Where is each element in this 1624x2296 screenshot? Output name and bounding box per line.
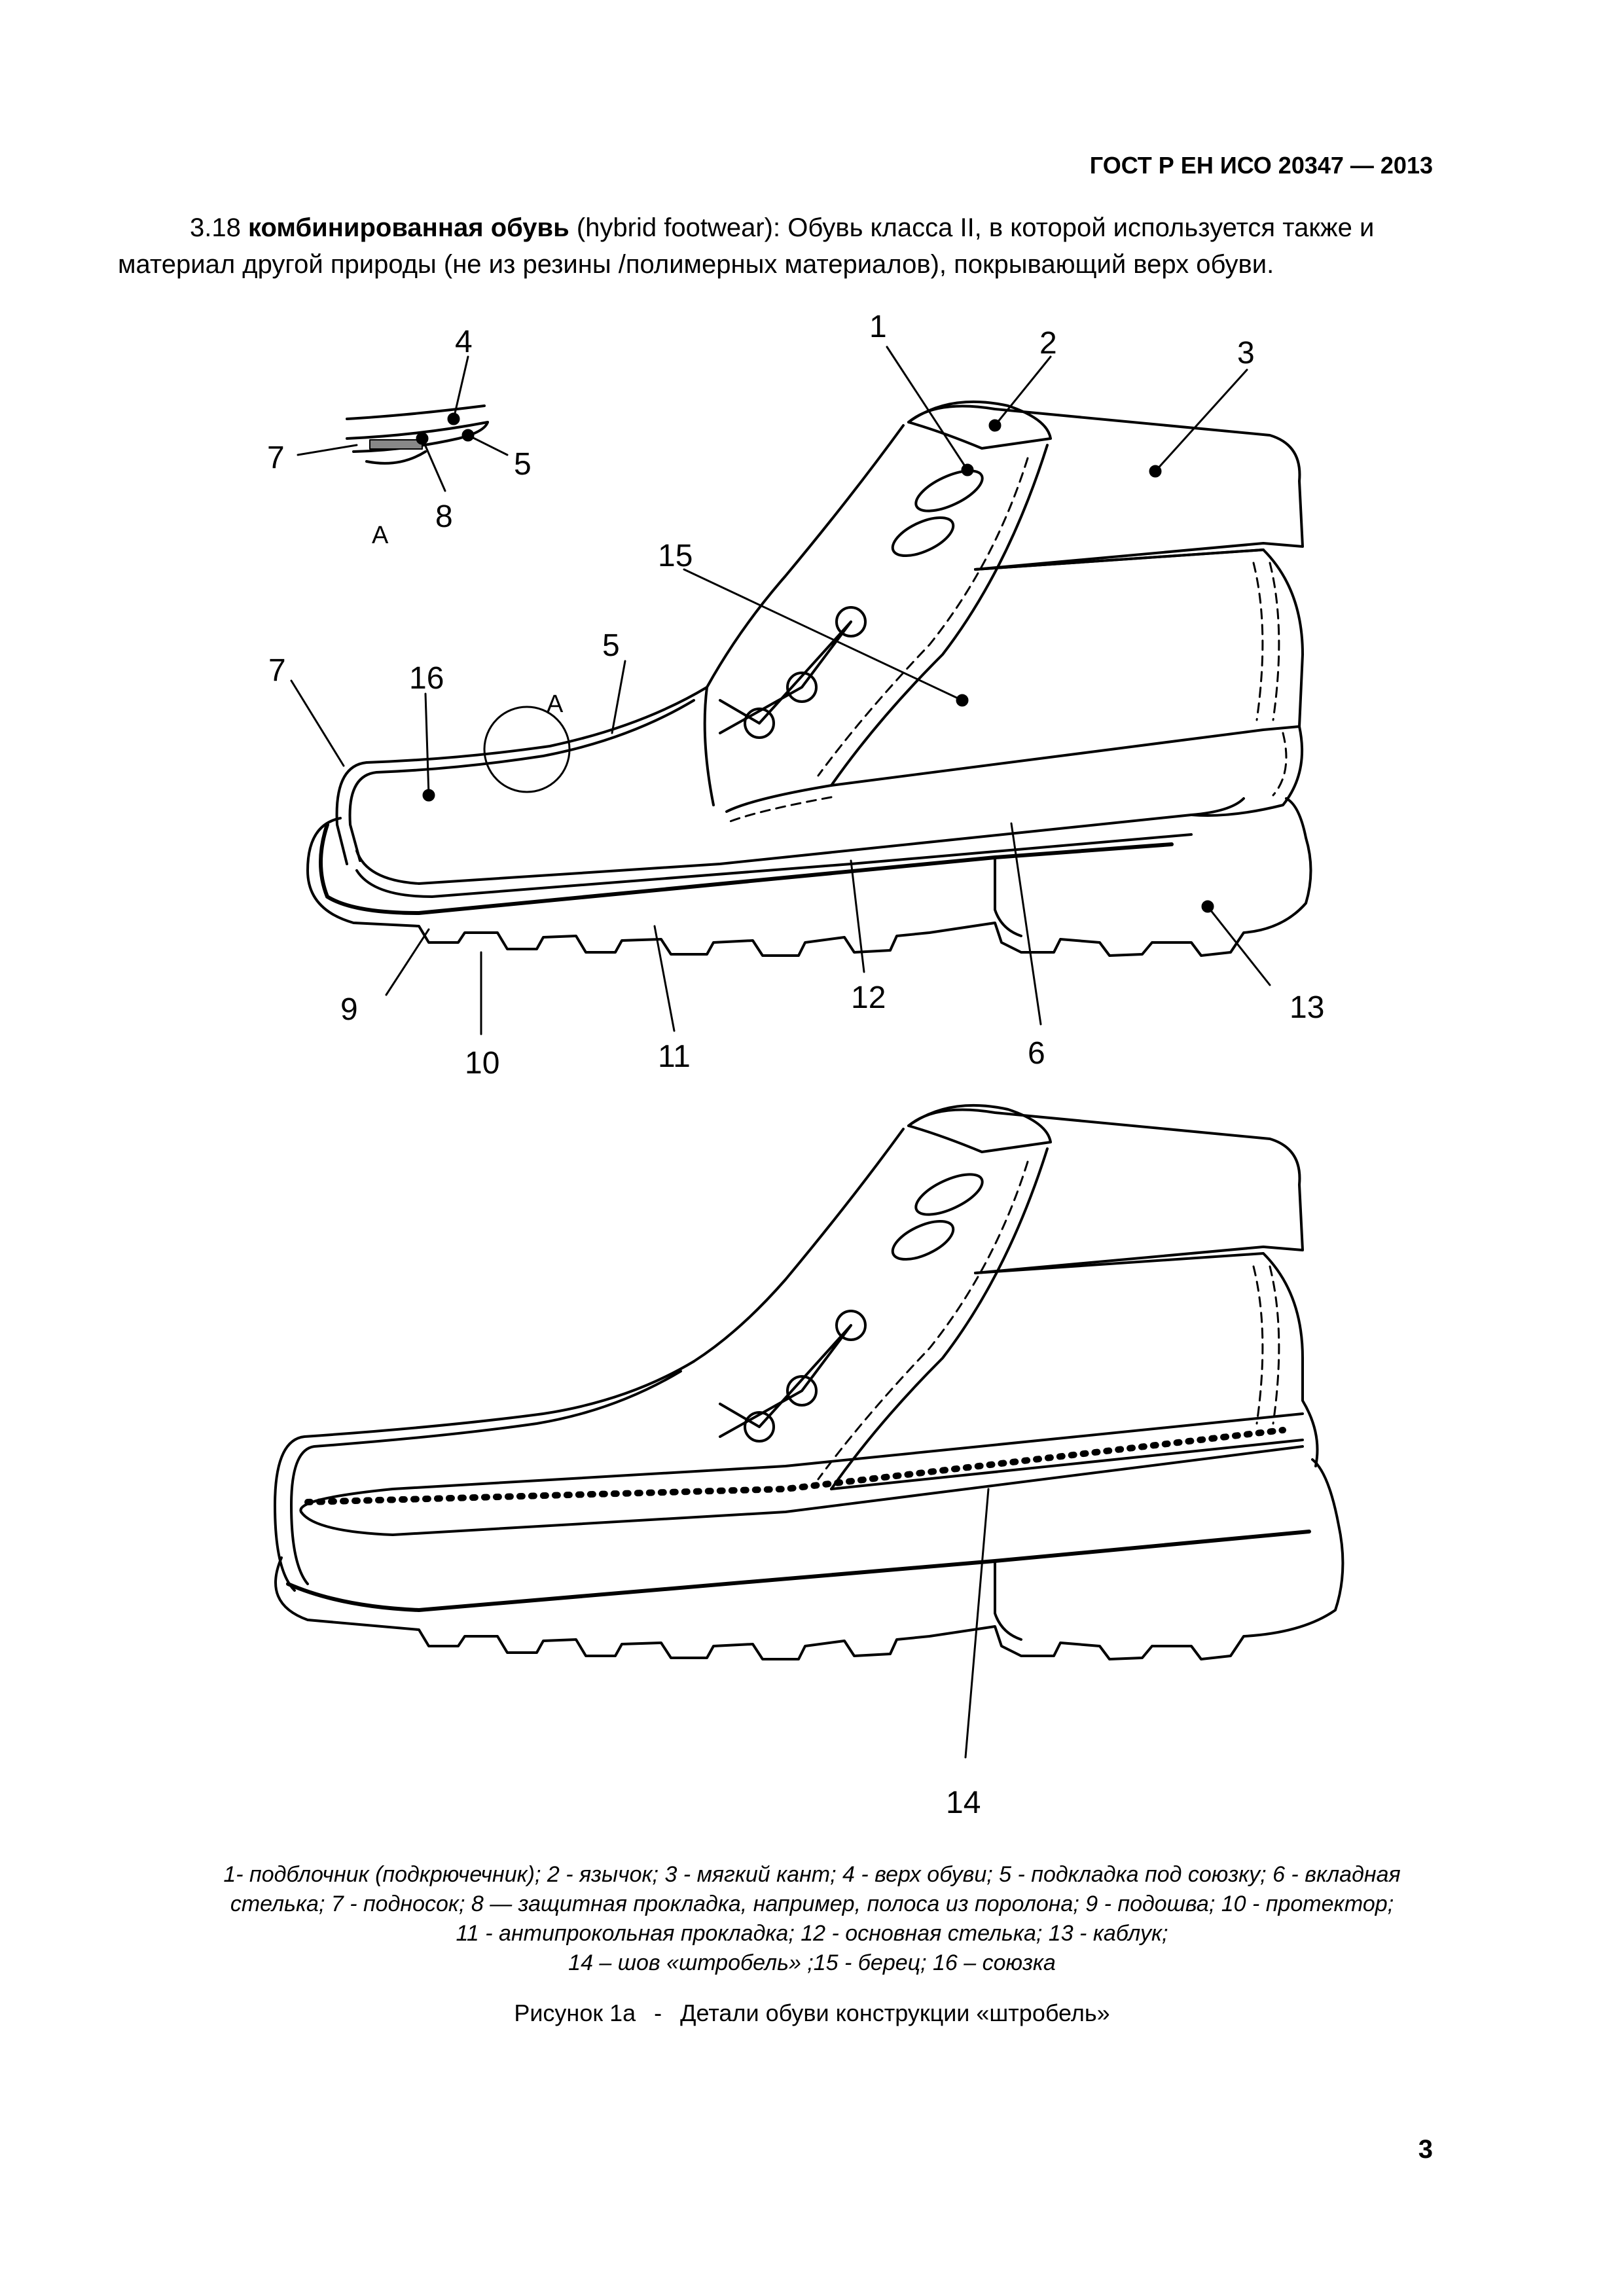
definition-term: комбинированная обувь [247,213,569,242]
detail-mark-a-inset: A [372,522,389,549]
callout-13: 13 [1290,990,1324,1025]
callout-5-inset: 5 [514,447,532,482]
detail-inset-drawing [346,404,489,465]
callout-4: 4 [455,325,473,359]
figure-caption: Рисунок 1а-Детали обуви конструкции «штр… [0,2000,1624,2027]
callout-9: 9 [340,992,358,1027]
legend-line-2: стелька; 7 - подносок; 8 — защитная прок… [230,1892,1394,1916]
callout-3: 3 [1237,336,1255,370]
caption-title: Детали обуви конструкции «штробель» [680,2000,1110,2026]
definition-paragraph: 3.18 комбинированная обувь (hybrid footw… [118,209,1433,283]
callout-2: 2 [1039,326,1057,361]
legend-line-1: 1- подблочник (подкрючечник); 2 - язычок… [223,1862,1401,1887]
figure-legend: 1- подблочник (подкрючечник); 2 - язычок… [98,1860,1526,1978]
callout-7: 7 [268,653,286,688]
callout-16: 16 [409,661,444,696]
bottom-callout-labels: 14 [946,1785,981,1820]
caption-separator: - [654,2000,662,2026]
legend-line-3: 11 - антипрокольная прокладка; 12 - осно… [456,1921,1168,1946]
callout-10: 10 [465,1046,499,1081]
callout-8: 8 [435,499,453,534]
callout-6: 6 [1028,1036,1045,1071]
callout-1: 1 [869,310,887,344]
caption-label: Рисунок 1а [514,2000,636,2026]
top-callout-leaders [290,346,1271,1035]
callout-11: 11 [658,1039,691,1074]
definition-number: 3.18 [190,213,241,242]
bottom-boot-drawing [274,1103,1344,1759]
legend-line-4: 14 – шов «штробель» ;15 - берец; 16 – со… [568,1950,1056,1975]
top-boot-drawing [306,400,1312,957]
callout-7-inset: 7 [267,440,285,475]
detail-mark-a: A [547,691,564,718]
callout-15: 15 [658,539,693,573]
definition-text: : Обувь класса II, в которой используетс… [118,213,1375,279]
callout-5: 5 [602,628,620,663]
document-header: ГОСТ Р ЕН ИСО 20347 — 2013 [1089,152,1433,179]
definition-term-en: (hybrid footwear) [576,213,773,242]
callout-14: 14 [946,1785,981,1820]
top-callout-labels: 1 2 3 4 5 7 8 15 5 7 16 9 10 11 12 6 13 … [267,310,1324,1081]
page-number: 3 [1418,2135,1433,2164]
callout-12: 12 [851,980,886,1015]
